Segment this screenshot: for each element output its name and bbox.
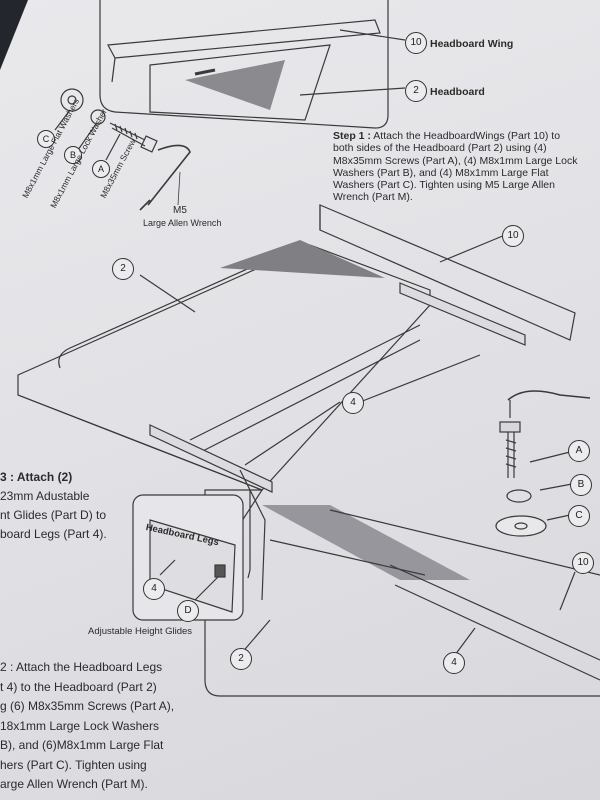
step-2-line: 2 : Attach the Headboard Legs xyxy=(0,660,163,674)
callout-4-lower: 4 xyxy=(443,652,465,674)
callout-a-right: A xyxy=(568,440,590,462)
lower-shade xyxy=(262,505,470,580)
top-headboard xyxy=(149,44,331,121)
wrench-size-label: M5 xyxy=(173,205,187,216)
lower-detail-frame xyxy=(204,489,600,697)
left-leg-bracket xyxy=(149,424,273,493)
step-1-body: Attach the HeadboardWings (Part 10) to b… xyxy=(333,130,578,204)
right-flat-washer xyxy=(495,515,547,537)
top-headboard-wing xyxy=(107,19,381,59)
step-3-line: nt Glides (Part D) to xyxy=(0,508,107,522)
step-3-line: 23mm Adustable xyxy=(0,489,90,503)
callout-b-top: B xyxy=(64,146,82,164)
flat-washer-shape xyxy=(60,88,84,112)
callout-c-top: C xyxy=(37,130,55,148)
step-2-text: 2 : Attach the Headboard Legs t 4) to th… xyxy=(0,658,205,795)
callout-4-main: 4 xyxy=(342,392,364,414)
callout-4-inset: 4 xyxy=(143,578,165,600)
step-2-line: 18x1mm Large Lock Washers xyxy=(0,718,159,733)
callout-10-main: 10 xyxy=(502,225,524,247)
glides-caption: Adjustable Height Glides xyxy=(88,626,193,637)
callout-10-top: 10 xyxy=(405,32,427,54)
step-3-line: 3 : Attach (2) xyxy=(0,470,73,484)
step-1-text: Step 1 : Attach the HeadboardWings (Part… xyxy=(333,130,583,204)
headboard-wing-label: Headboard Wing xyxy=(430,38,514,50)
step-3-text: 3 : Attach (2) 23mm Adustable nt Glides … xyxy=(0,468,130,544)
callout-d-inset: D xyxy=(177,600,199,622)
step-2-line: t 4) to the Headboard (Part 2) xyxy=(0,679,157,694)
step-2-line: hers (Part C). Tighten using xyxy=(0,757,147,772)
headboard-shade xyxy=(220,240,385,278)
lock-washer-shape xyxy=(90,109,106,125)
wrench-name-label: Large Allen Wrench xyxy=(143,218,222,228)
right-screw-shape xyxy=(499,421,521,433)
top-detail-frame xyxy=(99,0,389,129)
callout-2-main: 2 xyxy=(112,258,134,280)
upper-leg-bracket xyxy=(399,282,526,346)
step-1-title: Step 1 : xyxy=(333,130,371,142)
callout-a-top: A xyxy=(92,160,110,178)
step-2-line: B), and (6)M8x1mm Large Flat xyxy=(0,738,164,752)
callout-c-right: C xyxy=(568,505,590,527)
step-3-line: board Legs (Part 4). xyxy=(0,527,107,541)
headboard-label: Headboard xyxy=(430,86,485,98)
callout-b-right: B xyxy=(570,474,592,496)
right-allen-wrench xyxy=(507,390,591,401)
callout-2-top: 2 xyxy=(405,80,427,102)
allen-wrench-shape xyxy=(139,144,191,211)
right-lock-washer xyxy=(506,489,532,503)
callout-2-lower: 2 xyxy=(230,648,252,670)
step-2-line: arge Allen Wrench (Part M). xyxy=(0,777,148,791)
top-headboard-shade xyxy=(185,60,285,110)
main-headboard-panel xyxy=(17,244,431,491)
step-2-line: g (6) M8x35mm Screws (Part A), xyxy=(0,699,175,713)
callout-10-lower: 10 xyxy=(572,552,594,574)
